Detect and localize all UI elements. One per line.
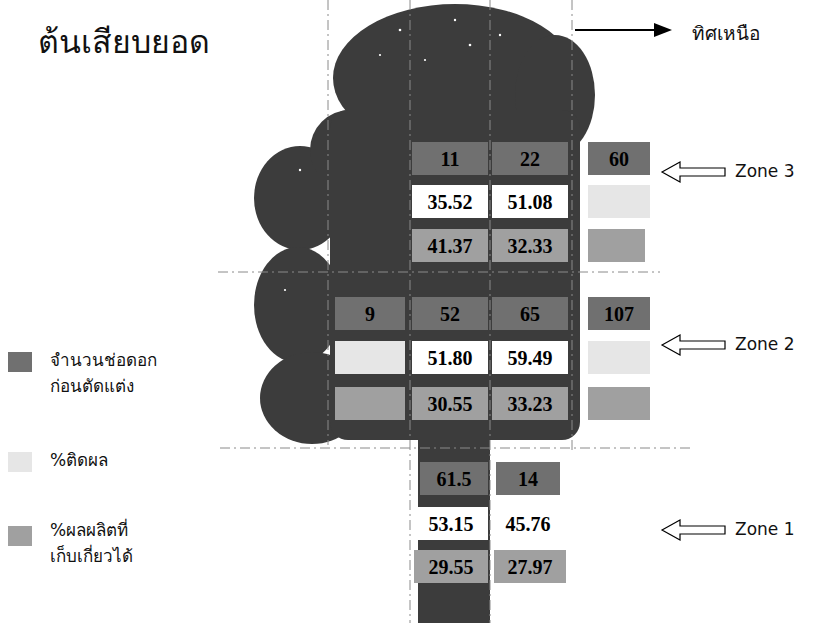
cell-value: 11 bbox=[441, 149, 460, 169]
cell-value: 53.15 bbox=[429, 514, 474, 534]
zone-label: Zone 1 bbox=[735, 519, 795, 539]
cell-value: 59.49 bbox=[508, 348, 553, 368]
cell-value: 60 bbox=[609, 149, 629, 169]
direction-label: ทิศเหนือ bbox=[692, 18, 760, 48]
value-cell: 11 bbox=[412, 142, 488, 175]
cell-value: 27.97 bbox=[508, 557, 553, 577]
legend-swatch bbox=[8, 352, 32, 372]
tree-silhouette bbox=[254, 4, 595, 623]
value-cell: 45.76 bbox=[492, 507, 564, 540]
cell-value: 22 bbox=[520, 149, 540, 169]
value-cell: 61.5 bbox=[420, 462, 488, 495]
zone-label: Zone 2 bbox=[735, 334, 795, 354]
value-cell: 65 bbox=[492, 297, 568, 330]
cell-value: 33.23 bbox=[508, 394, 553, 414]
cell-value: 107 bbox=[604, 304, 634, 324]
value-cell: 14 bbox=[496, 462, 560, 495]
cell-value: 51.08 bbox=[508, 192, 553, 212]
zone-label: Zone 3 bbox=[735, 161, 795, 181]
value-cell: 59.49 bbox=[492, 341, 568, 374]
cell-value: 65 bbox=[520, 304, 540, 324]
value-cell: 60 bbox=[588, 142, 650, 175]
legend-swatch bbox=[8, 526, 32, 546]
legend-text: จำนวนช่อดอก ก่อนตัดแต่ง bbox=[50, 348, 160, 399]
cell-value: 35.52 bbox=[428, 192, 473, 212]
empty-cells bbox=[335, 185, 650, 420]
value-cell: 51.80 bbox=[412, 341, 488, 374]
cell-value: 32.33 bbox=[508, 236, 553, 256]
value-cell: 41.37 bbox=[412, 229, 488, 262]
value-cell: 9 bbox=[335, 297, 405, 330]
cell-value: 52 bbox=[440, 304, 460, 324]
value-cell: 52 bbox=[412, 297, 488, 330]
value-cell: 53.15 bbox=[414, 507, 488, 540]
cell-value: 51.80 bbox=[428, 348, 473, 368]
value-cell: 27.97 bbox=[494, 550, 566, 583]
cell-value: 30.55 bbox=[428, 394, 473, 414]
leaf-speckles bbox=[284, 19, 501, 291]
value-cell: 29.55 bbox=[414, 550, 488, 583]
cell-value: 61.5 bbox=[437, 469, 472, 489]
value-cell: 22 bbox=[492, 142, 568, 175]
north-arrow bbox=[575, 23, 672, 37]
value-cell: 32.33 bbox=[492, 229, 568, 262]
value-cell: 33.23 bbox=[492, 387, 568, 420]
zone-pointers bbox=[662, 162, 725, 540]
legend-swatch bbox=[8, 452, 32, 472]
value-cell: 35.52 bbox=[412, 185, 488, 218]
cell-value: 14 bbox=[518, 469, 538, 489]
value-cell: 30.55 bbox=[412, 387, 488, 420]
value-cell: 51.08 bbox=[492, 185, 568, 218]
cell-value: 41.37 bbox=[428, 236, 473, 256]
cell-value: 45.76 bbox=[506, 514, 551, 534]
legend-text: %ผลผลิตที่ เก็บเกี่ยวได้ bbox=[50, 518, 136, 569]
grid-lines bbox=[218, 0, 690, 623]
legend-text: %ติดผล bbox=[50, 448, 112, 474]
cell-value: 29.55 bbox=[429, 557, 474, 577]
cell-value: 9 bbox=[365, 304, 375, 324]
diagram-title: ต้นเสียบยอด bbox=[38, 16, 210, 67]
value-cell: 107 bbox=[588, 297, 650, 330]
